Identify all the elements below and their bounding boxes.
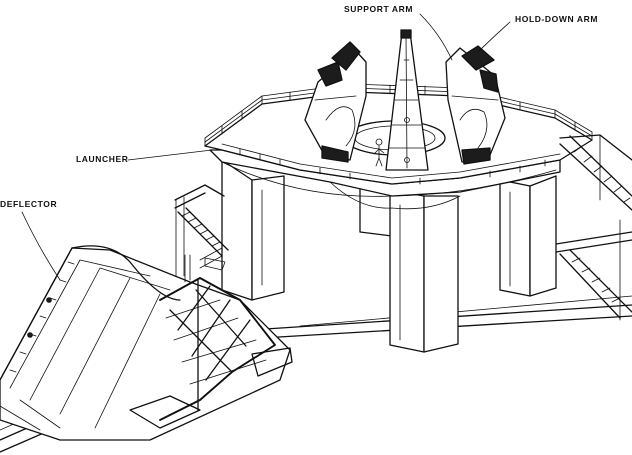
support-arm-tower (385, 29, 429, 171)
hold-down-arm-left (304, 41, 367, 163)
label-support-arm: SUPPORT ARM (344, 4, 413, 14)
label-launcher: LAUNCHER (76, 154, 129, 164)
leader-hold-down-arm (477, 21, 511, 53)
label-deflector: DEFLECTOR (0, 199, 57, 209)
flame-deflector (0, 245, 293, 441)
staircase-left (174, 184, 229, 281)
platform-legs (221, 159, 557, 353)
person-figure (373, 138, 385, 167)
staircase-right (555, 134, 632, 321)
leader-launcher (127, 149, 213, 161)
leader-deflector (21, 211, 61, 281)
leader-support-arm (419, 13, 453, 61)
label-hold-down-arm: HOLD-DOWN ARM (515, 14, 598, 24)
leader-lines (21, 13, 511, 281)
hold-down-arm-right (445, 45, 506, 165)
